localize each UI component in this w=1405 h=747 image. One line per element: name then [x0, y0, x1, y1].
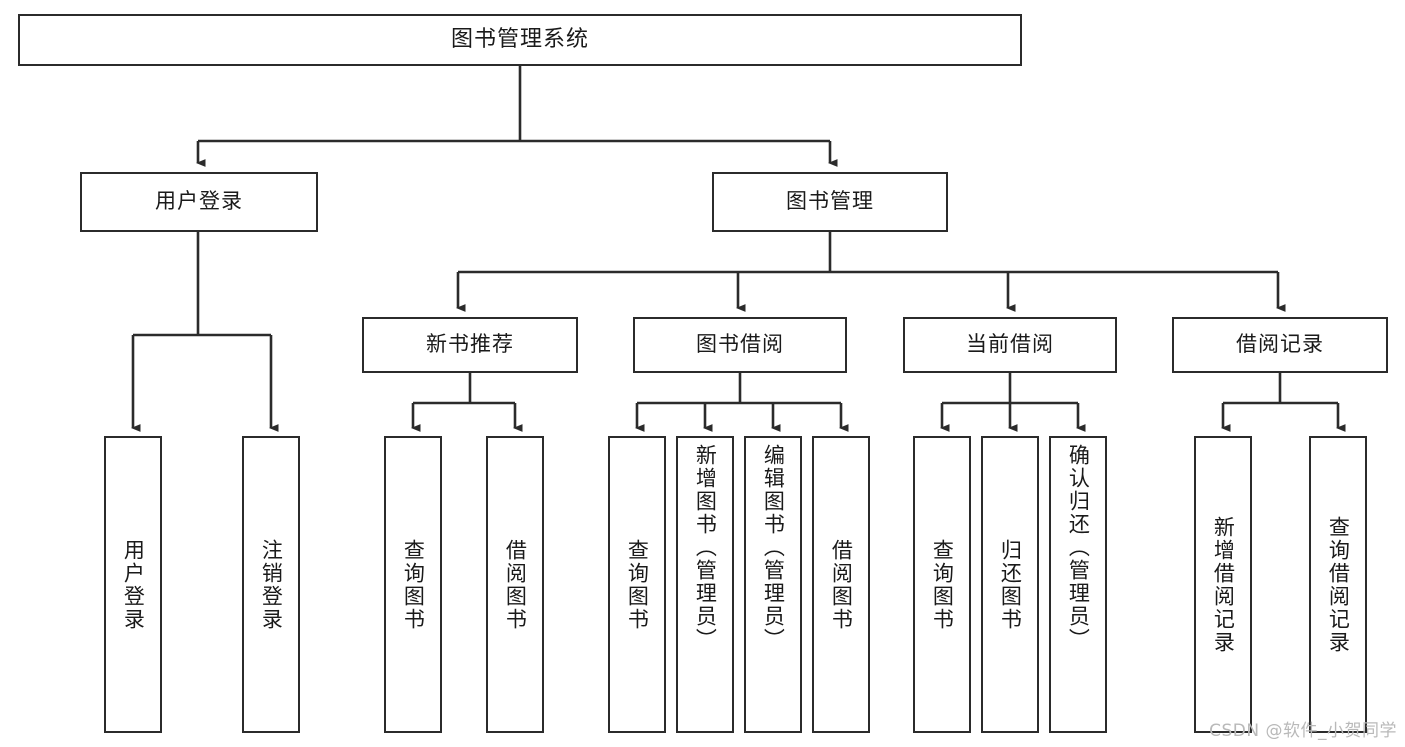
leaf-label: 归还图书	[998, 538, 1023, 631]
leaf-user-login-login[interactable]: 用户登录	[104, 436, 162, 733]
leaf-label: 确认归还（管理员）	[1066, 444, 1091, 651]
leaf-label: 新增图书（管理员）	[693, 444, 718, 651]
leaf-book-borrow-edit-book-admin[interactable]: 编辑图书（管理员）	[744, 436, 802, 733]
leaf-new-book-borrow-book[interactable]: 借阅图书	[486, 436, 544, 733]
node-root-system[interactable]: 图书管理系统	[18, 14, 1022, 66]
leaf-label: 借阅图书	[829, 538, 854, 631]
node-book-management[interactable]: 图书管理	[712, 172, 948, 232]
leaf-label: 用户登录	[121, 538, 146, 631]
node-user-login[interactable]: 用户登录	[80, 172, 318, 232]
node-borrow-record[interactable]: 借阅记录	[1172, 317, 1388, 373]
node-current-borrow[interactable]: 当前借阅	[903, 317, 1117, 373]
leaf-label: 编辑图书（管理员）	[761, 444, 786, 651]
leaf-current-borrow-confirm-return-admin[interactable]: 确认归还（管理员）	[1049, 436, 1107, 733]
leaf-book-borrow-query-book[interactable]: 查询图书	[608, 436, 666, 733]
node-new-book-recommend[interactable]: 新书推荐	[362, 317, 578, 373]
leaf-label: 查询图书	[625, 538, 650, 631]
leaf-current-borrow-return-book[interactable]: 归还图书	[981, 436, 1039, 733]
leaf-new-book-query-book[interactable]: 查询图书	[384, 436, 442, 733]
csdn-watermark: CSDN @软件_小贺同学	[1209, 721, 1397, 741]
leaf-book-borrow-add-book-admin[interactable]: 新增图书（管理员）	[676, 436, 734, 733]
leaf-label: 查询图书	[401, 538, 426, 631]
leaf-label: 注销登录	[259, 538, 284, 631]
leaf-user-login-logout[interactable]: 注销登录	[242, 436, 300, 733]
leaf-borrow-record-add-record[interactable]: 新增借阅记录	[1194, 436, 1252, 733]
leaf-label: 借阅图书	[503, 538, 528, 631]
leaf-borrow-record-query-record[interactable]: 查询借阅记录	[1309, 436, 1367, 733]
leaf-current-borrow-query-book[interactable]: 查询图书	[913, 436, 971, 733]
leaf-label: 查询借阅记录	[1326, 515, 1351, 654]
node-book-borrow[interactable]: 图书借阅	[633, 317, 847, 373]
leaf-label: 查询图书	[930, 538, 955, 631]
leaf-book-borrow-borrow-book[interactable]: 借阅图书	[812, 436, 870, 733]
leaf-label: 新增借阅记录	[1211, 515, 1236, 654]
